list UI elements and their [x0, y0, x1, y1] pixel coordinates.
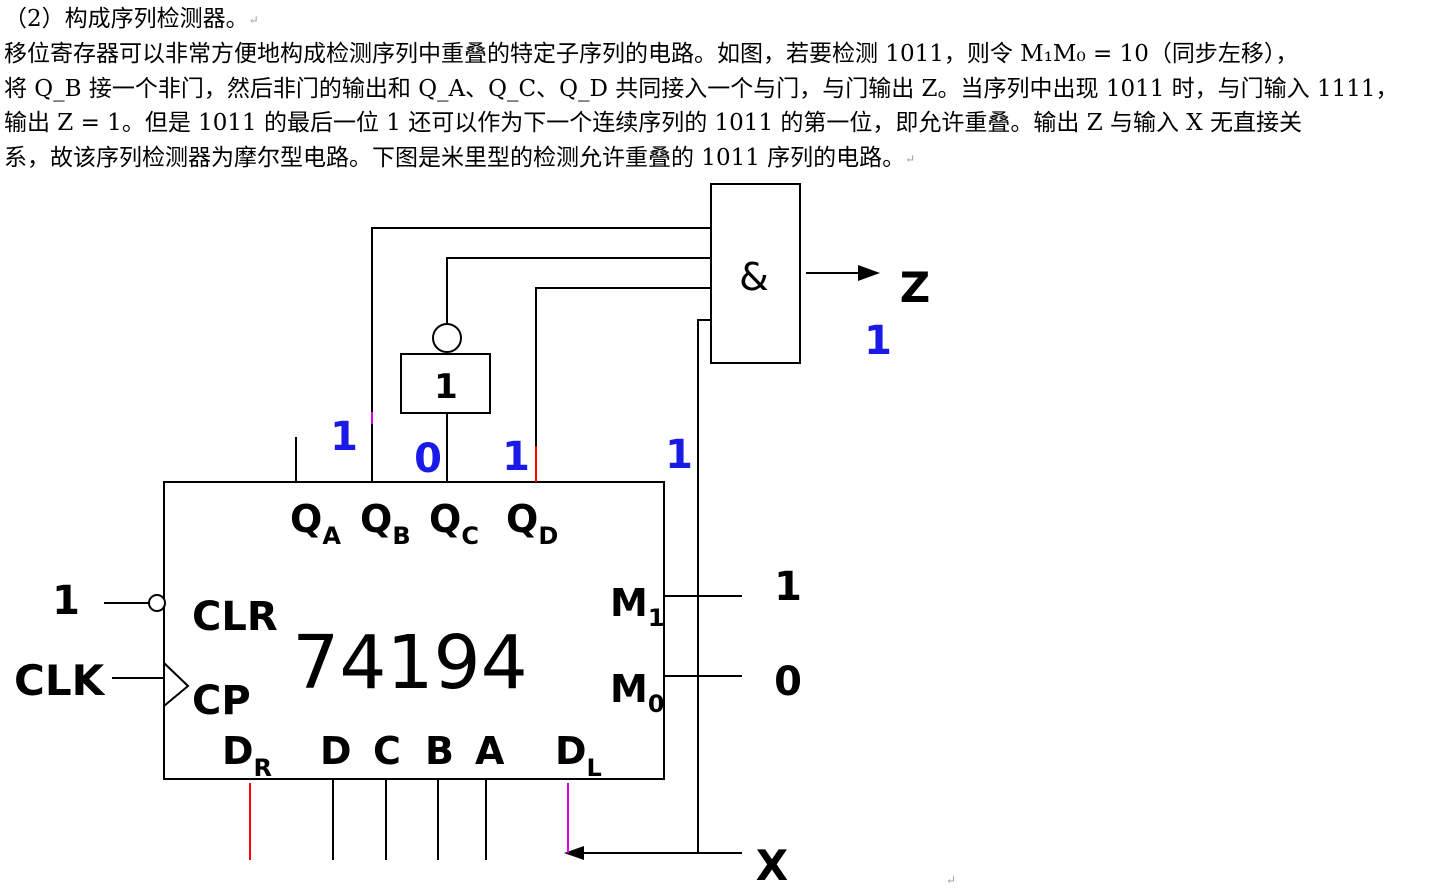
qc-label: QC — [429, 497, 479, 550]
qd-wire — [535, 287, 711, 482]
not-bubble — [432, 323, 462, 353]
qd-label: QD — [506, 497, 558, 550]
qa-label: QA — [290, 497, 341, 550]
z-arrow-icon — [858, 265, 880, 281]
cp-pin-label: CP — [192, 678, 251, 724]
section-heading: （2）构成序列检测器。↵ — [4, 6, 259, 32]
dl-pin-label: DL — [555, 729, 602, 782]
qa-state-value: 1 — [330, 414, 358, 460]
b-pin-label: B — [425, 729, 454, 773]
a-pin-label: A — [475, 729, 505, 773]
description-text: （2）构成序列检测器。↵ 移位寄存器可以非常方便地构成检测序列中重叠的特定子序列… — [4, 2, 1440, 176]
clr-input-value: 1 — [52, 578, 80, 624]
x-arrow-icon — [564, 846, 584, 860]
return-mark-icon: ↵ — [946, 873, 956, 887]
not-gate — [400, 353, 491, 414]
m1-value: 1 — [774, 564, 802, 610]
qa-wire — [371, 227, 711, 482]
shift-register-chip — [163, 481, 665, 780]
x-wire-to-and — [697, 319, 711, 852]
and-gate-label: & — [739, 255, 769, 299]
m0-value: 0 — [774, 659, 802, 705]
d-pin-label: D — [320, 729, 352, 773]
qc-state-value: 1 — [502, 434, 530, 480]
paragraph-line-4: 系，故该序列检测器为摩尔型电路。下图是米里型的检测允许重叠的 1011 序列的电… — [4, 144, 916, 171]
clr-bubble — [148, 594, 166, 612]
not-gate-label: 1 — [434, 367, 458, 407]
c-pin-label: C — [373, 729, 401, 773]
and-gate — [710, 183, 801, 364]
chip-name: 74194 — [292, 620, 527, 706]
clk-input-label: CLK — [14, 656, 106, 705]
dr-pin-label: DR — [222, 729, 272, 782]
x-state-value: 1 — [665, 432, 693, 478]
paragraph-line-3: 输出 Z = 1。但是 1011 的最后一位 1 还可以作为下一个连续序列的 1… — [4, 110, 1302, 137]
qb-label: QB — [360, 497, 411, 550]
not-output-wire — [446, 257, 711, 324]
clr-pin-label: CLR — [192, 594, 278, 640]
x-input-label: X — [756, 841, 788, 888]
z-output-label: Z — [900, 263, 930, 312]
m1-pin-label: M1 — [610, 581, 665, 632]
clock-triangle-icon — [163, 662, 190, 707]
z-state-value: 1 — [864, 318, 892, 364]
paragraph-line-1: 移位寄存器可以非常方便地构成检测序列中重叠的特定子序列的电路。如图，若要检测 1… — [4, 41, 1299, 68]
m0-pin-label: M0 — [610, 667, 665, 718]
paragraph-line-2: 将 Q_B 接一个非门，然后非门的输出和 Q_A、Q_C、Q_D 共同接入一个与… — [4, 75, 1399, 102]
qb-state-value: 0 — [414, 436, 442, 482]
